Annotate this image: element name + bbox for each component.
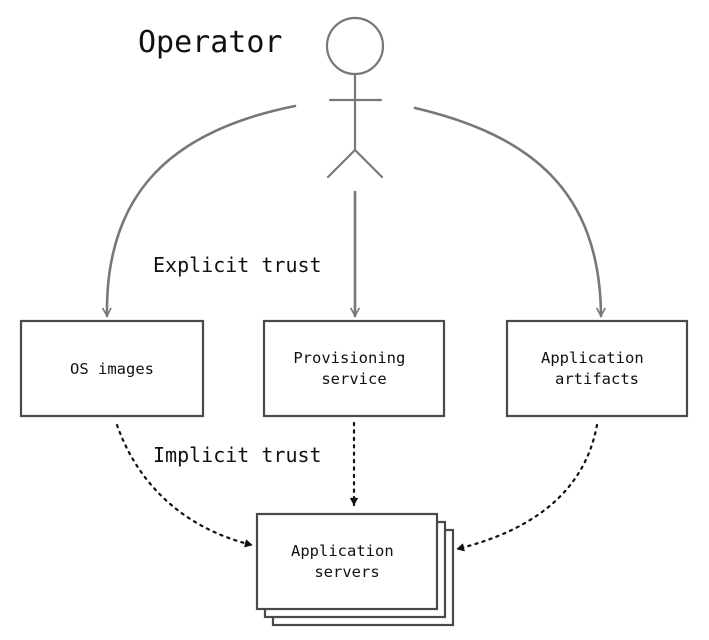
implicit-arrow-artifacts (455, 423, 599, 552)
provisioning-service-node: Provisioning service (262, 319, 446, 418)
os-images-node: OS images (19, 319, 205, 418)
explicit-arrow-artifacts (413, 106, 606, 318)
provisioning-service-text: Provisioning service (293, 349, 414, 388)
explicit-arrow-os-images (102, 104, 297, 318)
application-servers-node: Application servers (255, 512, 455, 627)
provisioning-line-2: service (321, 370, 386, 388)
application-servers-text: Application servers (291, 542, 403, 581)
explicit-trust-label: Explicit trust (153, 253, 322, 277)
os-images-text: OS images (70, 360, 154, 378)
artifacts-line-2: artifacts (555, 370, 639, 388)
servers-line-2: servers (314, 563, 379, 581)
application-artifacts-text: Application artifacts (541, 349, 653, 388)
implicit-arrow-os-images (115, 423, 254, 548)
operator-stick-figure-icon (325, 16, 385, 179)
os-images-line-1: OS images (70, 360, 154, 378)
implicit-trust-label: Implicit trust (153, 443, 322, 467)
artifacts-line-1: Application (541, 349, 644, 367)
application-artifacts-node: Application artifacts (505, 319, 689, 418)
operator-label: Operator (138, 25, 283, 60)
servers-line-1: Application (291, 542, 394, 560)
provisioning-line-1: Provisioning (293, 349, 405, 367)
